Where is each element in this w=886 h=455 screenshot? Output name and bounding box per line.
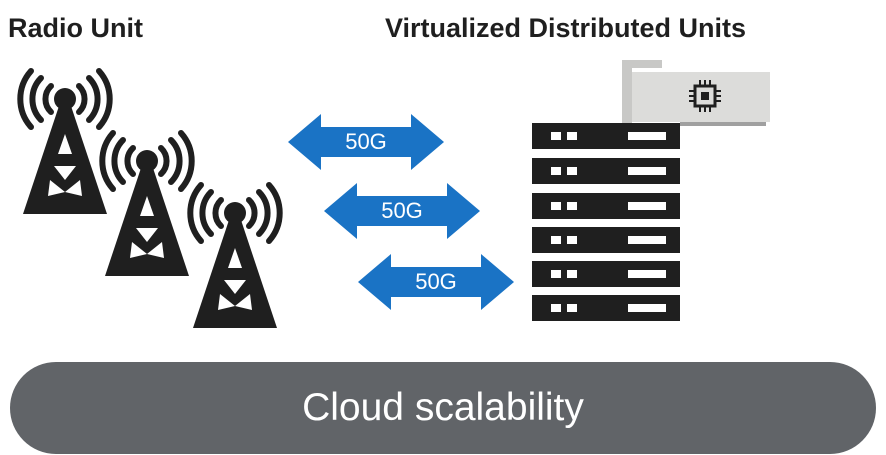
chip-icon xyxy=(689,80,721,112)
link-arrow-1: 50G xyxy=(288,114,444,170)
link-bandwidth-label: 50G xyxy=(415,269,457,294)
link-bandwidth-label: 50G xyxy=(381,198,423,223)
bidirectional-arrow-icon xyxy=(324,183,480,239)
bidirectional-arrow-icon xyxy=(288,114,444,170)
radio-tower-icon xyxy=(180,182,290,332)
bidirectional-arrow-icon xyxy=(358,254,514,310)
server-unit xyxy=(532,123,680,149)
server-unit xyxy=(532,193,680,219)
cloud-scalability-label: Cloud scalability xyxy=(302,386,584,429)
link-arrow-2: 50G xyxy=(324,183,480,239)
accelerator-card-icon xyxy=(622,60,770,132)
server-rack-icon xyxy=(532,123,680,323)
server-unit xyxy=(532,227,680,253)
server-unit xyxy=(532,295,680,321)
server-unit xyxy=(532,261,680,287)
vdu-heading: Virtualized Distributed Units xyxy=(385,13,747,43)
radio-unit-heading: Radio Unit xyxy=(8,13,143,43)
link-bandwidth-label: 50G xyxy=(345,129,387,154)
cloud-scalability-banner: Cloud scalability xyxy=(10,362,876,454)
link-arrow-3: 50G xyxy=(358,254,514,310)
server-unit xyxy=(532,158,680,184)
